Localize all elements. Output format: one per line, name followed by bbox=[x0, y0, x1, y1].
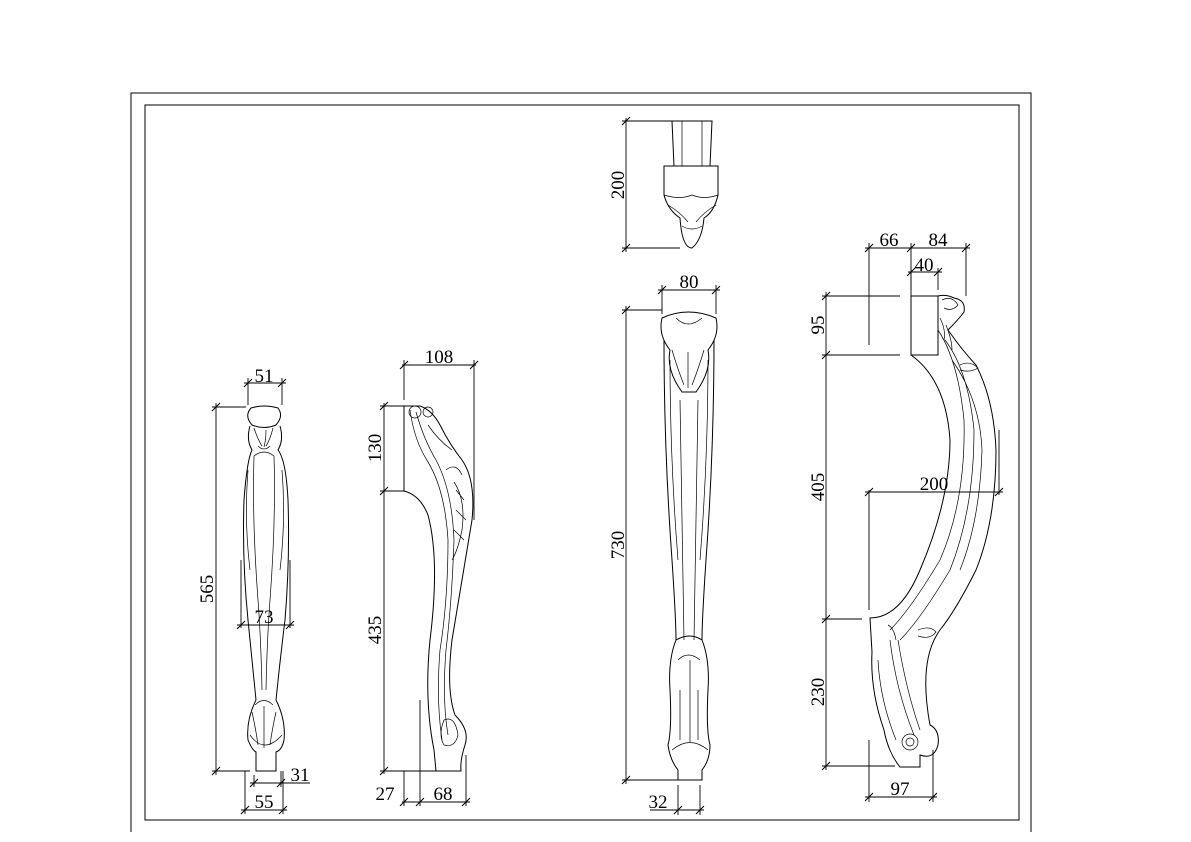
dim-leg-curved-mid-height: 405 bbox=[808, 473, 829, 502]
leg-curved bbox=[821, 243, 1004, 802]
dim-leg-curved-block-height: 95 bbox=[808, 316, 829, 335]
dim-leg-side-foot-width: 68 bbox=[434, 784, 453, 805]
dim-leg-side-upper-height: 130 bbox=[365, 434, 386, 463]
dim-leg-curved-block-width: 40 bbox=[915, 255, 934, 276]
dim-leg-front-width-top: 51 bbox=[255, 366, 274, 387]
dim-leg-front-foot-width: 55 bbox=[255, 792, 274, 813]
inner-frame bbox=[144, 104, 1020, 821]
outer-frame bbox=[130, 92, 1032, 832]
dim-leg-front-height: 565 bbox=[197, 575, 218, 604]
dim-leg-curved-foot-width: 97 bbox=[891, 779, 910, 800]
dim-leg-curved-offset: 66 bbox=[880, 230, 899, 251]
dim-leg-straight-width-top: 80 bbox=[680, 272, 699, 293]
dim-leg-curved-width-right: 84 bbox=[929, 230, 949, 251]
dim-leg-front-foot-inner: 31 bbox=[291, 765, 310, 786]
dim-leg-straight-foot-width: 32 bbox=[649, 792, 668, 813]
leg-front-dimensions bbox=[211, 378, 310, 815]
leg-straight bbox=[621, 285, 721, 815]
dim-leg-side-foot-offset: 27 bbox=[376, 784, 395, 805]
dim-leg-curved-projection: 200 bbox=[920, 474, 949, 495]
leg-front-view bbox=[243, 405, 290, 772]
dim-leg-side-lower-height: 435 bbox=[365, 616, 386, 645]
leg-top-detail bbox=[621, 116, 719, 253]
dim-leg-side-width-top: 108 bbox=[425, 347, 454, 368]
dim-leg-front-width-mid: 73 bbox=[255, 607, 274, 628]
dim-leg-curved-lower-height: 230 bbox=[808, 678, 829, 707]
dim-leg-straight-height: 730 bbox=[608, 531, 629, 560]
leg-side-view bbox=[379, 360, 479, 807]
dim-leg-top-height: 200 bbox=[608, 171, 629, 200]
